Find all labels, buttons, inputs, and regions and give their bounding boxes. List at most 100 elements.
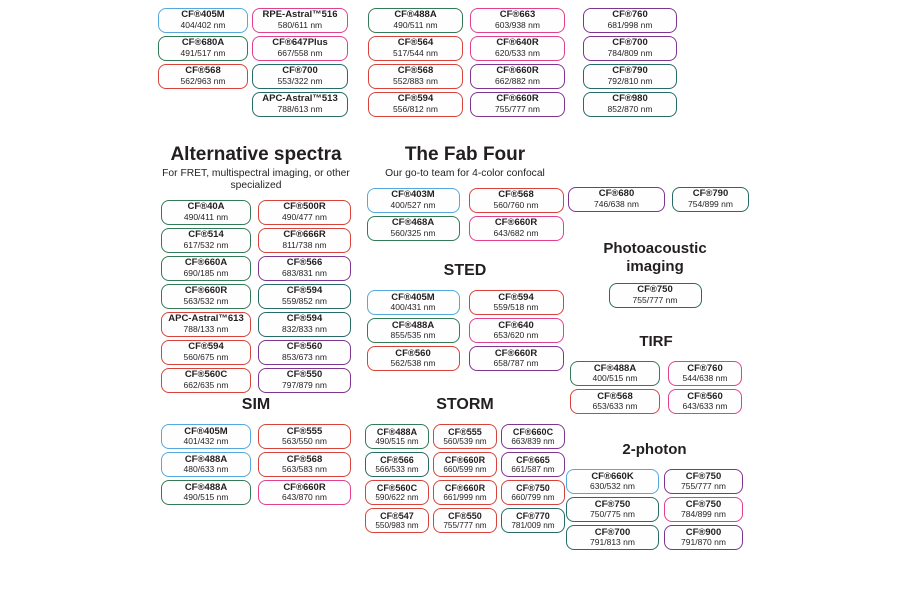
dye-name: CF®488A (376, 427, 418, 438)
section-title: Alternative spectra (170, 144, 342, 165)
dye-name: CF®680 (598, 188, 635, 200)
dye-name: CF®555 (448, 427, 482, 438)
dye-ex-em: 556/812 nm (393, 104, 438, 115)
dye-name: CF®550 (448, 511, 482, 522)
dye-name: CF®547 (380, 511, 414, 522)
dye-name: CF®405M (181, 9, 225, 21)
dye-ex-em: 750/775 nm (590, 509, 635, 520)
dye-ex-em: 797/879 nm (282, 379, 327, 390)
dye-ex-em: 490/477 nm (282, 211, 327, 222)
dye-ex-em: 400/527 nm (390, 199, 436, 210)
dye-name: CF®660R (184, 284, 228, 296)
dye-name: RPE-Astral™516 (262, 9, 338, 21)
dye-name: CF®488A (184, 453, 228, 465)
dye-name: CF®514 (188, 228, 224, 240)
dye-ex-em: 544/638 nm (682, 373, 728, 384)
dye-name: CF®660R (283, 481, 326, 493)
dye-name: CF®770 (516, 511, 550, 522)
section-title: Photoacoustic imaging (603, 240, 707, 275)
dye-name: CF®660R (496, 65, 539, 77)
dye-name: CF®663 (499, 9, 536, 21)
dye-name: CF®560 (286, 340, 323, 352)
dye-name: CF®403M (391, 189, 435, 201)
dye-name: CF®568 (286, 453, 323, 465)
dye-name: CF®594 (286, 284, 323, 296)
dye-name: APC-Astral™513 (262, 93, 338, 105)
section-title: STORM (436, 396, 494, 413)
dye-ex-em: 643/682 nm (493, 227, 539, 238)
dye-name: CF®594 (498, 291, 534, 303)
dye-ex-em: 490/515 nm (375, 437, 419, 447)
section-subtitle: Our go-to team for 4-color confocal (385, 167, 545, 179)
dye-ex-em: 784/809 nm (607, 48, 653, 59)
dye-ex-em: 653/633 nm (592, 401, 638, 412)
dye-name: CF®566 (286, 256, 323, 268)
dye-name: CF®405M (184, 425, 228, 437)
dye-ex-em: 491/517 nm (180, 48, 226, 59)
dye-ex-em: 781/009 nm (511, 521, 555, 531)
dye-name: CF®760 (612, 9, 648, 21)
dye-ex-em: 853/673 nm (282, 351, 327, 362)
dye-ex-em: 617/532 nm (183, 239, 229, 250)
dye-name: CF®568 (397, 65, 434, 77)
dye-ex-em: 400/515 nm (592, 373, 638, 384)
dye-name: CF®760 (687, 362, 723, 374)
dye-name: CF®566 (380, 455, 414, 466)
section-title: TIRF (639, 333, 673, 350)
section-title: SIM (241, 396, 271, 413)
dye-name: CF®790 (692, 188, 729, 200)
dye-ex-em: 643/870 nm (282, 492, 327, 503)
dye-ex-em: 667/558 nm (277, 48, 323, 59)
dye-name: CF®700 (612, 37, 648, 49)
dye-ex-em: 755/777 nm (632, 295, 678, 306)
dye-name: CF®594 (188, 340, 224, 352)
dye-ex-em: 400/431 nm (390, 302, 436, 313)
section-subtitle: For FRET, multispectral imaging, or othe… (162, 167, 350, 191)
